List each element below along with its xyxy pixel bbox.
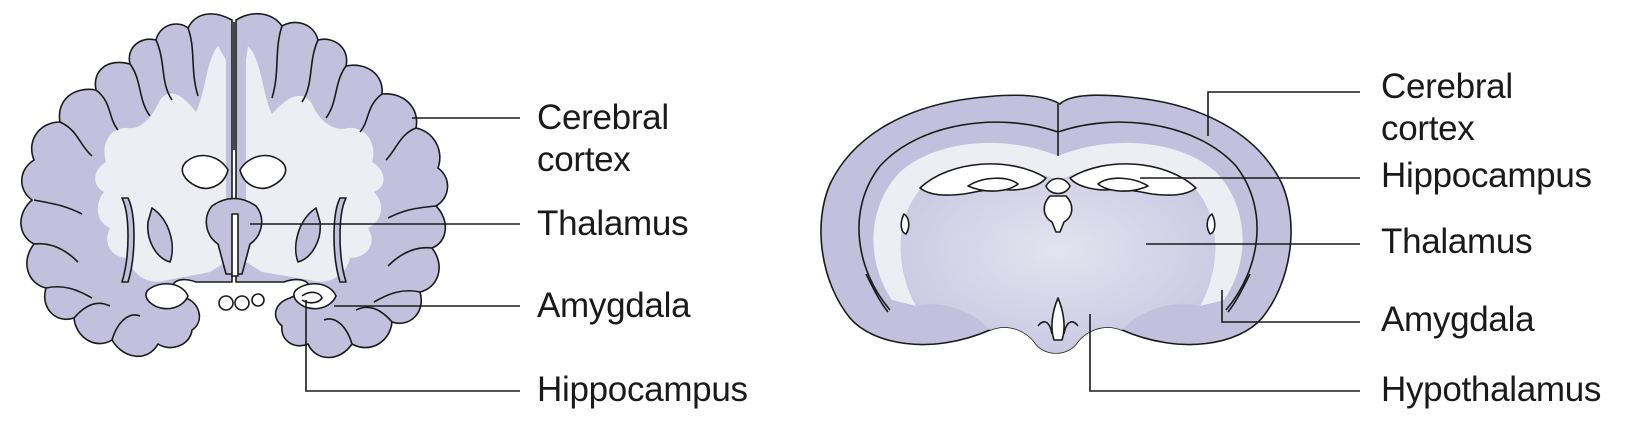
human-sulci-right xyxy=(271,25,437,345)
label-mouse-thalamus: Thalamus xyxy=(1381,222,1533,261)
mouse-white-matter xyxy=(873,142,1243,306)
human-third-ventricle xyxy=(231,213,239,277)
label-mouse-hippocampus: Hippocampus xyxy=(1381,156,1592,195)
leader-mouse-hypothalamus xyxy=(1089,314,1360,392)
human-lateral-ventricle-right xyxy=(239,154,287,190)
mouse-leader-lines xyxy=(1089,91,1360,392)
mouse-lateral-ventricle-left xyxy=(900,213,910,235)
label-mouse-amygdala: Amygdala xyxy=(1381,300,1535,339)
human-right-white-matter xyxy=(246,46,384,282)
human-leader-lines xyxy=(250,117,520,392)
human-amygdala-right xyxy=(293,283,337,310)
label-human-cerebral: Cerebral xyxy=(537,98,669,137)
human-nuclei-3 xyxy=(251,293,265,307)
human-sulci-left xyxy=(33,27,199,341)
mouse-hypothalamus xyxy=(1037,321,1079,335)
mouse-hippocampus-right-fold xyxy=(1097,177,1149,192)
mouse-rhinal-sulcus-right xyxy=(1227,273,1251,313)
human-nuclei-1 xyxy=(218,295,234,311)
human-hippocampus-right xyxy=(301,291,323,304)
mouse-subcortical-core xyxy=(900,166,1216,353)
mouse-brain xyxy=(820,94,1292,354)
label-human-cortex: cortex xyxy=(537,140,631,179)
label-mouse-cerebral: Cerebral xyxy=(1381,67,1513,106)
label-mouse-hypothalamus: Hypothalamus xyxy=(1381,370,1602,409)
mouse-third-ventricle xyxy=(1043,195,1073,233)
human-amygdala-left xyxy=(145,283,189,310)
label-human-hippocampus: Hippocampus xyxy=(537,370,748,409)
human-nuclei-2 xyxy=(234,295,250,311)
leader-human-hippocampus xyxy=(305,300,520,392)
human-brain xyxy=(20,13,449,359)
human-lateral-ventricle-left xyxy=(181,154,229,190)
leader-mouse-amygdala xyxy=(1221,290,1360,323)
mouse-hypothalamus-ventricle xyxy=(1051,297,1065,341)
human-striatum-right xyxy=(294,197,347,283)
mouse-hippocampus-left-fold xyxy=(967,177,1019,192)
label-human-amygdala: Amygdala xyxy=(537,286,691,325)
human-striatum-left xyxy=(121,197,174,283)
leader-mouse-cortex xyxy=(1207,91,1360,136)
mouse-rhinal-sulcus-left xyxy=(865,273,889,313)
label-mouse-cortex: cortex xyxy=(1381,109,1475,148)
mouse-third-ventricle-top xyxy=(1045,177,1071,195)
label-human-thalamus: Thalamus xyxy=(537,204,689,243)
mouse-lateral-ventricle-right xyxy=(1206,213,1216,235)
